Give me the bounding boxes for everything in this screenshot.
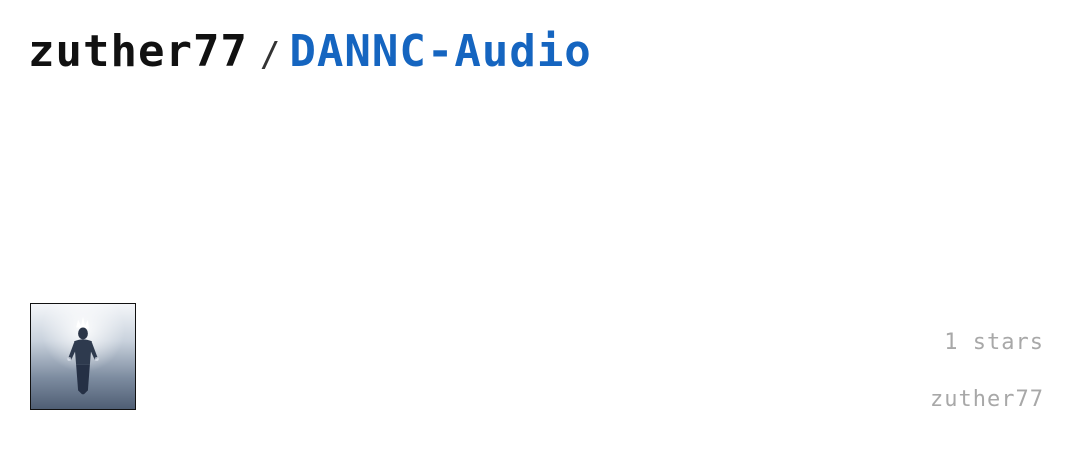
repo-name-link[interactable]: DANNC-Audio bbox=[289, 26, 592, 77]
author-name[interactable]: zuther77 bbox=[930, 387, 1044, 412]
avatar[interactable] bbox=[30, 303, 136, 410]
figure-avatar-icon bbox=[31, 304, 135, 409]
repo-owner[interactable]: zuther77 bbox=[28, 26, 248, 77]
star-count: 1 stars bbox=[944, 330, 1044, 355]
title-separator: / bbox=[259, 35, 282, 75]
repo-title: zuther77 / DANNC-Audio bbox=[28, 30, 592, 74]
